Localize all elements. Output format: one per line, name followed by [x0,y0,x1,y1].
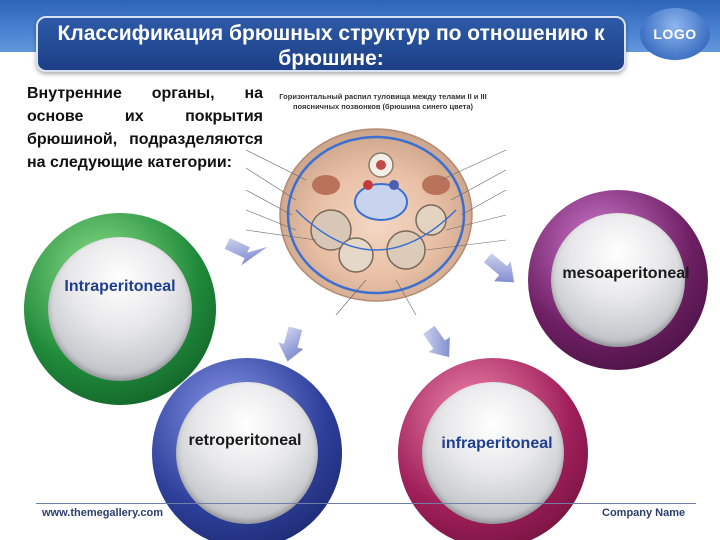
retroperitoneal-disc [176,382,318,524]
mesoaperitoneal-label: mesoaperitoneal [562,265,690,282]
footer-company: Company Name [602,507,686,519]
arrow-to-retroperitoneal [278,326,304,362]
retroperitoneal-label: retroperitoneal [188,432,302,449]
slide-title: Классификация брюшных структур по отноше… [36,16,626,72]
arrow-to-intraperitoneal [224,237,268,266]
logo: LOGO [640,8,710,60]
infraperitoneal-label: infraperitoneal [441,435,553,452]
intraperitoneal-label: Intraperitoneal [64,278,176,295]
footer-divider [36,503,696,504]
figure-caption: Горизонтальный распил туловища между тел… [279,92,487,111]
infraperitoneal-disc [422,382,564,524]
mesoaperitoneal-disc [551,213,685,347]
footer-url[interactable]: www.themegallery.com [42,507,164,519]
intraperitoneal-disc [48,237,192,381]
arrow-to-infraperitoneal [423,325,450,358]
arrow-to-mesoaperitoneal [483,253,515,283]
intro-text: Внутренние органы, на основе их покрытия… [27,85,263,171]
cross-section-illustration [245,128,507,316]
